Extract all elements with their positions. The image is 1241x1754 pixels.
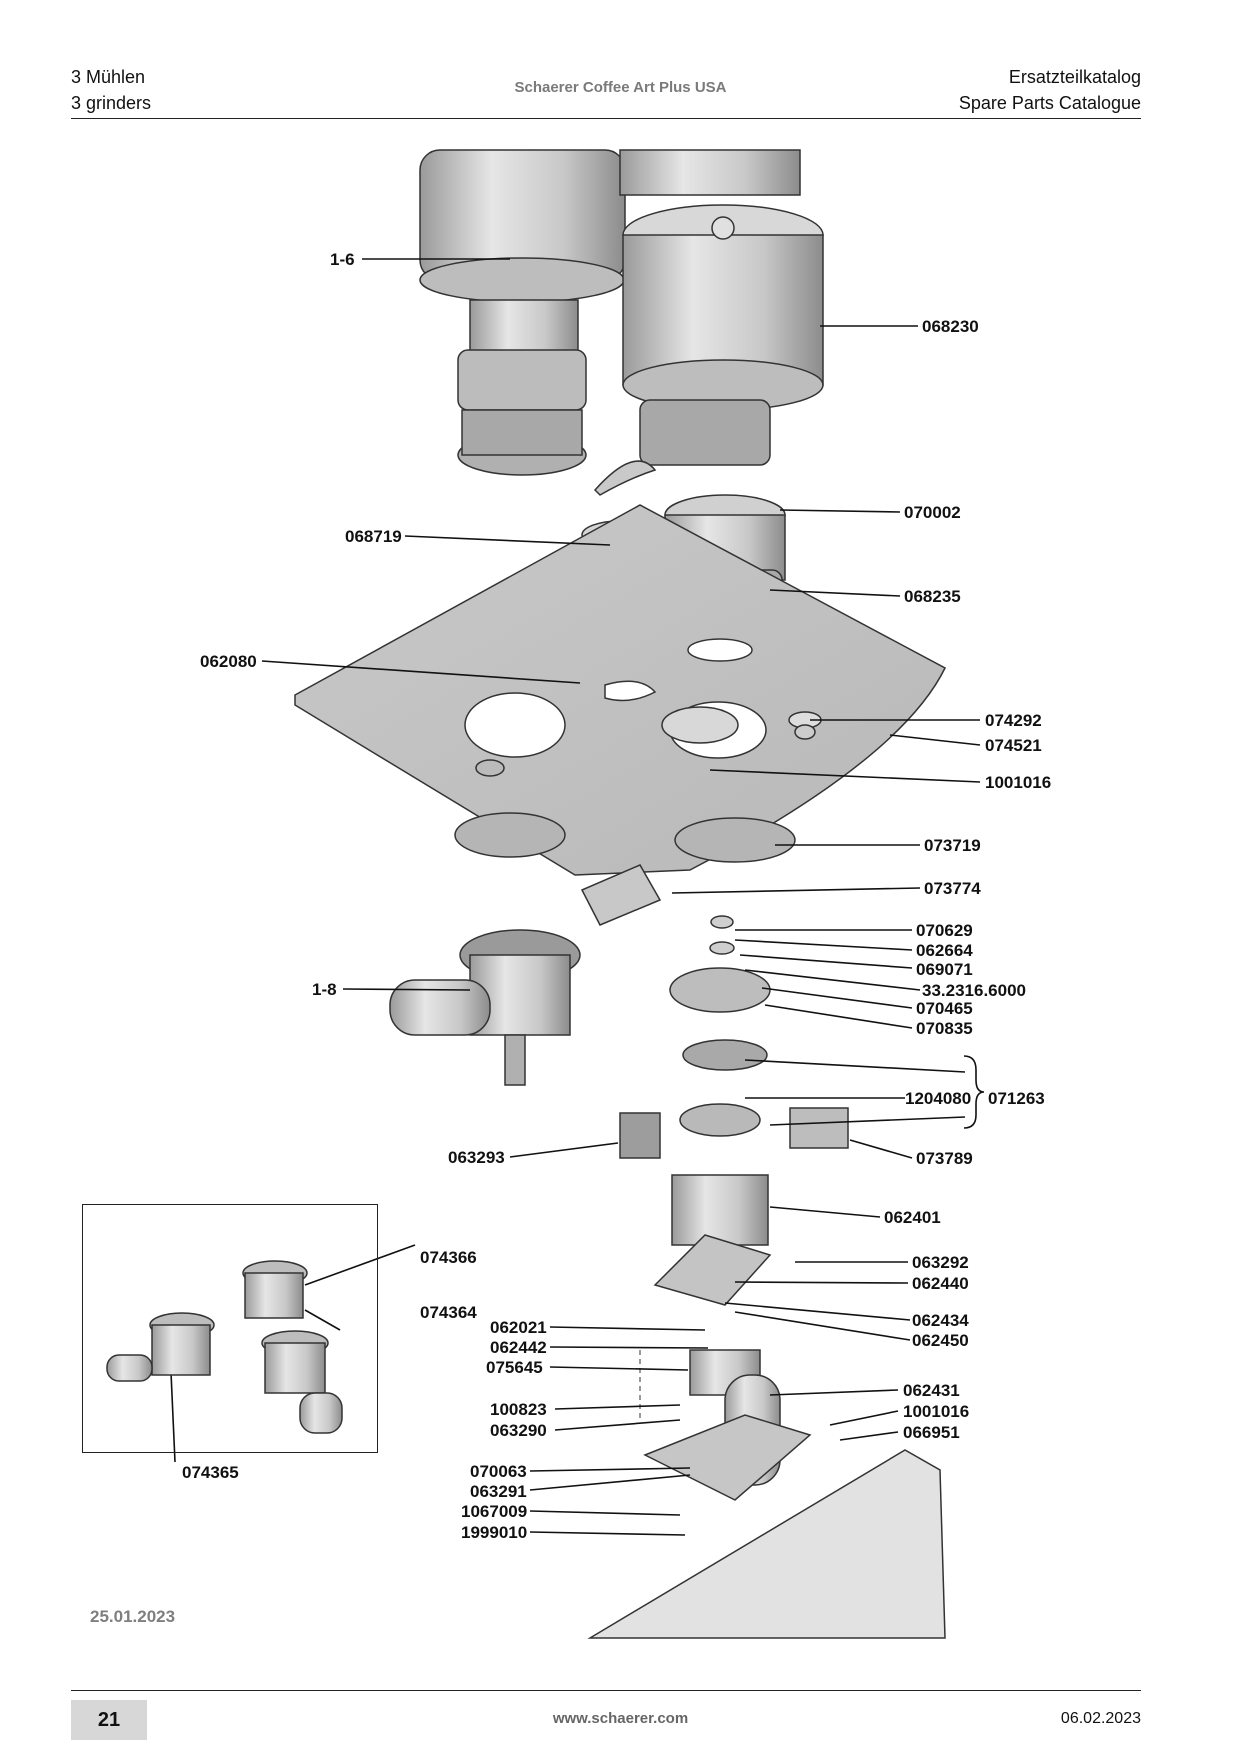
label-071263: 071263 (988, 1089, 1045, 1108)
cover-piece (593, 460, 657, 496)
footer-date: 06.02.2023 (1060, 1710, 1141, 1727)
label-1001016-top: 1001016 (985, 773, 1051, 792)
label-1-8: 1-8 (312, 980, 337, 999)
label-063290: 063290 (490, 1421, 547, 1440)
machine-frame (587, 1449, 946, 1639)
revision-date: 25.01.2023 (90, 1607, 176, 1626)
label-073774: 073774 (924, 879, 981, 898)
label-062431: 062431 (903, 1381, 960, 1400)
label-070835: 070835 (916, 1019, 973, 1038)
header-right: Ersatzteilkatalog Spare Parts Catalogue (959, 64, 1141, 116)
hopper-back (619, 149, 801, 196)
label-070629: 070629 (916, 921, 973, 940)
header-model: Schaerer Coffee Art Plus USA (514, 79, 727, 96)
label-062080: 062080 (200, 652, 257, 671)
label-1067009: 1067009 (461, 1502, 527, 1521)
label-063291: 063291 (470, 1482, 527, 1501)
header-catalog-de: Ersatzteilkatalog (1008, 67, 1141, 87)
label-1204080: 1204080 (905, 1089, 971, 1108)
label-33-2316-6000: 33.2316.6000 (922, 981, 1026, 1000)
label-069071: 069071 (916, 960, 973, 979)
label-070465: 070465 (916, 999, 973, 1018)
bracket (580, 864, 662, 926)
header-rule (71, 118, 1141, 119)
label-1999010: 1999010 (461, 1523, 527, 1542)
flange-left (454, 812, 566, 858)
label-068230: 068230 (922, 317, 979, 336)
label-063293: 063293 (448, 1148, 505, 1167)
grinder-assembly-left (389, 929, 581, 1086)
label-074364: 074364 (420, 1303, 477, 1322)
label-062664: 062664 (916, 941, 973, 960)
label-074365: 074365 (182, 1463, 239, 1482)
label-062434: 062434 (912, 1311, 969, 1330)
inset-grinders-group (106, 1260, 343, 1434)
mounting-plate (294, 504, 946, 876)
header-left: 3 Mühlen 3 grinders (71, 64, 151, 116)
label-1-6: 1-6 (330, 250, 355, 269)
label-062440: 062440 (912, 1274, 969, 1293)
flange-right (674, 817, 796, 863)
grinder-parts-stack (619, 915, 849, 1306)
label-068235: 068235 (904, 587, 961, 606)
inset-frame (82, 1204, 378, 1453)
hopper-left (419, 149, 626, 476)
label-070002: 070002 (904, 503, 961, 522)
label-100823: 100823 (490, 1400, 547, 1419)
footer-url[interactable]: www.schaerer.com (552, 1710, 689, 1727)
label-062401: 062401 (884, 1208, 941, 1227)
leader-lines (169, 258, 985, 1536)
hopper-right (622, 204, 824, 466)
label-073789: 073789 (916, 1149, 973, 1168)
label-074292: 074292 (985, 711, 1042, 730)
label-074366: 074366 (420, 1248, 477, 1267)
label-066951: 066951 (903, 1423, 960, 1442)
label-075645: 075645 (486, 1358, 543, 1377)
label-073719: 073719 (924, 836, 981, 855)
header-title-de: 3 Mühlen (71, 67, 146, 87)
header-catalog-en: Spare Parts Catalogue (958, 93, 1141, 113)
label-070063: 070063 (470, 1462, 527, 1481)
label-062450: 062450 (912, 1331, 969, 1350)
label-062021: 062021 (490, 1318, 547, 1337)
header-title-en: 3 grinders (71, 93, 152, 113)
label-062442: 062442 (490, 1338, 547, 1357)
label-1001016-bottom: 1001016 (903, 1402, 969, 1421)
page-number: 21 (71, 1700, 147, 1740)
label-074521: 074521 (985, 736, 1042, 755)
footer-rule (71, 1690, 1141, 1691)
grinder-motor (643, 1349, 812, 1501)
label-063292: 063292 (912, 1253, 969, 1272)
label-068719: 068719 (345, 527, 402, 546)
